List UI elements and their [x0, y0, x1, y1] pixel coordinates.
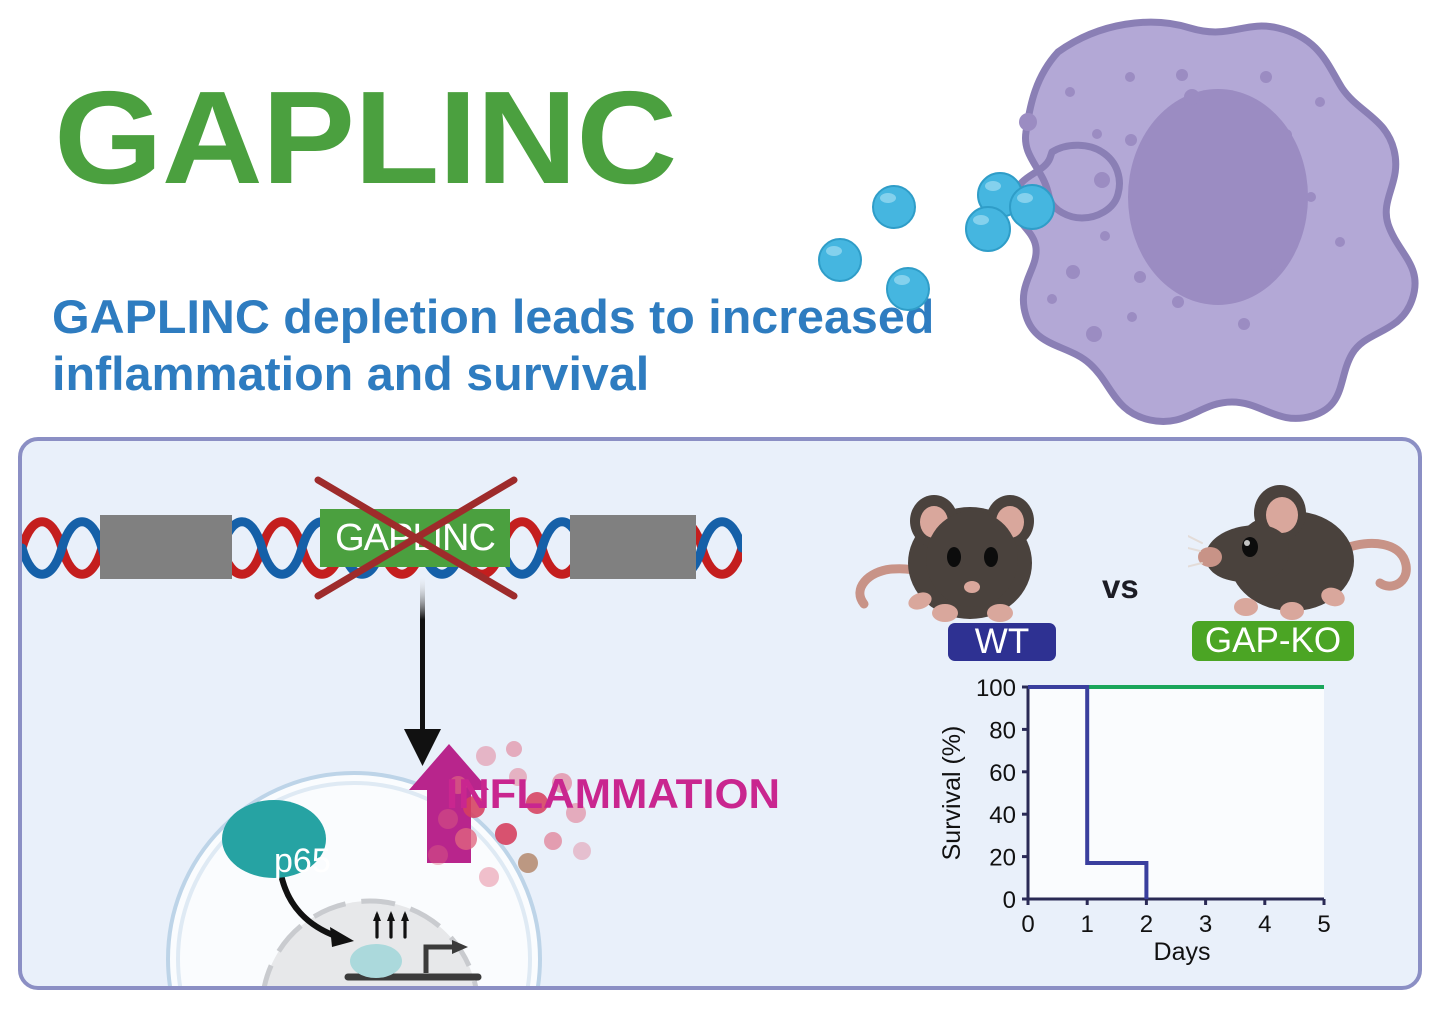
svg-text:80: 80	[989, 717, 1016, 744]
wt-mouse-icon	[855, 495, 1034, 622]
figure-panel: GAPLINC	[18, 437, 1422, 990]
svg-text:3: 3	[1199, 911, 1212, 938]
svg-text:40: 40	[989, 802, 1016, 829]
chart-ylabel: Survival (%)	[938, 726, 966, 861]
gene-box	[570, 515, 696, 579]
svg-text:4: 4	[1258, 911, 1271, 938]
survival-chart: 0 20 40 60 80 100 0 1 2 3 4 5 Days Survi…	[938, 677, 1331, 966]
gene-box	[100, 515, 232, 579]
gap-ko-badge-label: GAP-KO	[1204, 621, 1342, 660]
p65-node	[222, 800, 326, 878]
svg-text:0: 0	[1003, 887, 1016, 914]
header-block: GAPLINC GAPLINC depletion leads to incre…	[0, 0, 1040, 430]
p65-label: p65	[274, 842, 331, 880]
vs-label: vs	[1102, 568, 1139, 605]
bacteria-particles	[818, 172, 1055, 311]
svg-text:20: 20	[989, 845, 1016, 872]
svg-text:100: 100	[976, 677, 1016, 702]
ko-mouse-icon	[1188, 485, 1411, 620]
inflamed-cell-diagram	[166, 741, 591, 986]
svg-text:60: 60	[989, 760, 1016, 787]
cytokine-dots	[428, 741, 591, 887]
series-wt	[1028, 685, 1149, 899]
macrophage-icon	[818, 18, 1419, 425]
down-arrow-icon	[404, 574, 441, 766]
inflammation-label: INFLAMMATION	[446, 770, 781, 817]
wt-badge-label: WT	[974, 622, 1030, 661]
svg-text:1: 1	[1081, 911, 1094, 938]
page-subtitle: GAPLINC depletion leads to increased inf…	[52, 290, 935, 401]
svg-text:2: 2	[1140, 911, 1153, 938]
chart-xlabel: Days	[1154, 938, 1211, 966]
svg-text:5: 5	[1317, 911, 1330, 938]
cross-out-icon	[314, 476, 518, 600]
gap-ko-badge: GAP-KO	[1192, 621, 1354, 661]
wt-badge: WT	[948, 622, 1056, 661]
svg-text:0: 0	[1021, 911, 1034, 938]
page-title: GAPLINC	[54, 64, 677, 211]
